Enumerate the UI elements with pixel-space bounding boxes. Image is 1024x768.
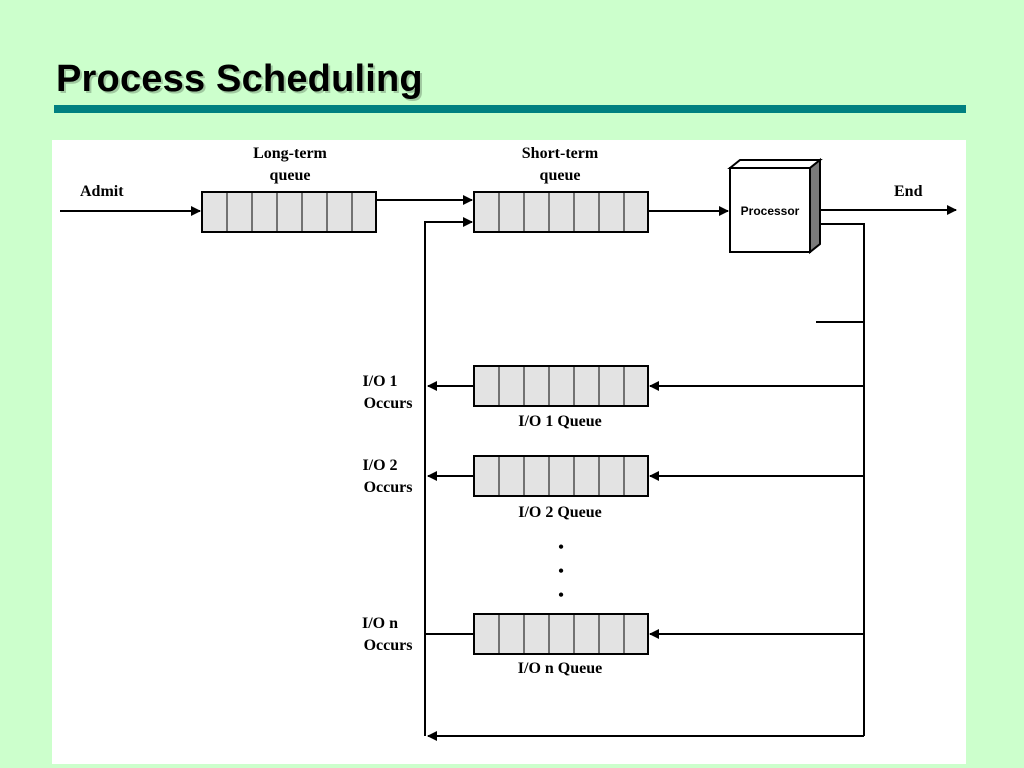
short-term-queue-label-line1: Short-term [522, 145, 599, 162]
processor-label: Processor [741, 204, 800, 218]
ellipsis-dot-1: • [558, 539, 564, 556]
io1-queue-label: I/O 1 Queue [518, 413, 602, 430]
title-rule [54, 105, 966, 113]
long-term-queue-label-line1: Long-term [253, 145, 327, 162]
io2-occurs-line2: Occurs [364, 479, 413, 496]
ellipsis-dot-2: • [558, 563, 564, 580]
io1-queue [473, 365, 649, 407]
long-term-queue-label-line2: queue [270, 167, 311, 184]
long-term-queue [201, 191, 377, 233]
ion-occurs-line1: I/O n [362, 615, 398, 632]
ion-queue [473, 613, 649, 655]
ellipsis-dot-3: • [558, 587, 564, 604]
io2-queue-label: I/O 2 Queue [518, 504, 602, 521]
ion-queue-label: I/O n Queue [518, 660, 602, 677]
process-scheduling-diagram: Admit Long-term queue Short-term queue E… [60, 145, 957, 741]
admit-label: Admit [80, 183, 124, 200]
short-term-queue-label-line2: queue [540, 167, 581, 184]
processor-box [727, 157, 823, 255]
processor-output-bus [820, 223, 865, 736]
end-label: End [894, 183, 923, 200]
short-term-queue [473, 191, 649, 233]
slide-title: Process Scheduling [56, 58, 423, 100]
io2-queue [473, 455, 649, 497]
io2-occurs-line1: I/O 2 [362, 457, 397, 474]
return-to-short-term-arrow [424, 217, 473, 736]
io1-occurs-line1: I/O 1 [362, 373, 397, 390]
ion-occurs-line2: Occurs [364, 637, 413, 654]
diagram-panel: Admit Long-term queue Short-term queue E… [52, 140, 966, 764]
io1-occurs-line2: Occurs [364, 395, 413, 412]
